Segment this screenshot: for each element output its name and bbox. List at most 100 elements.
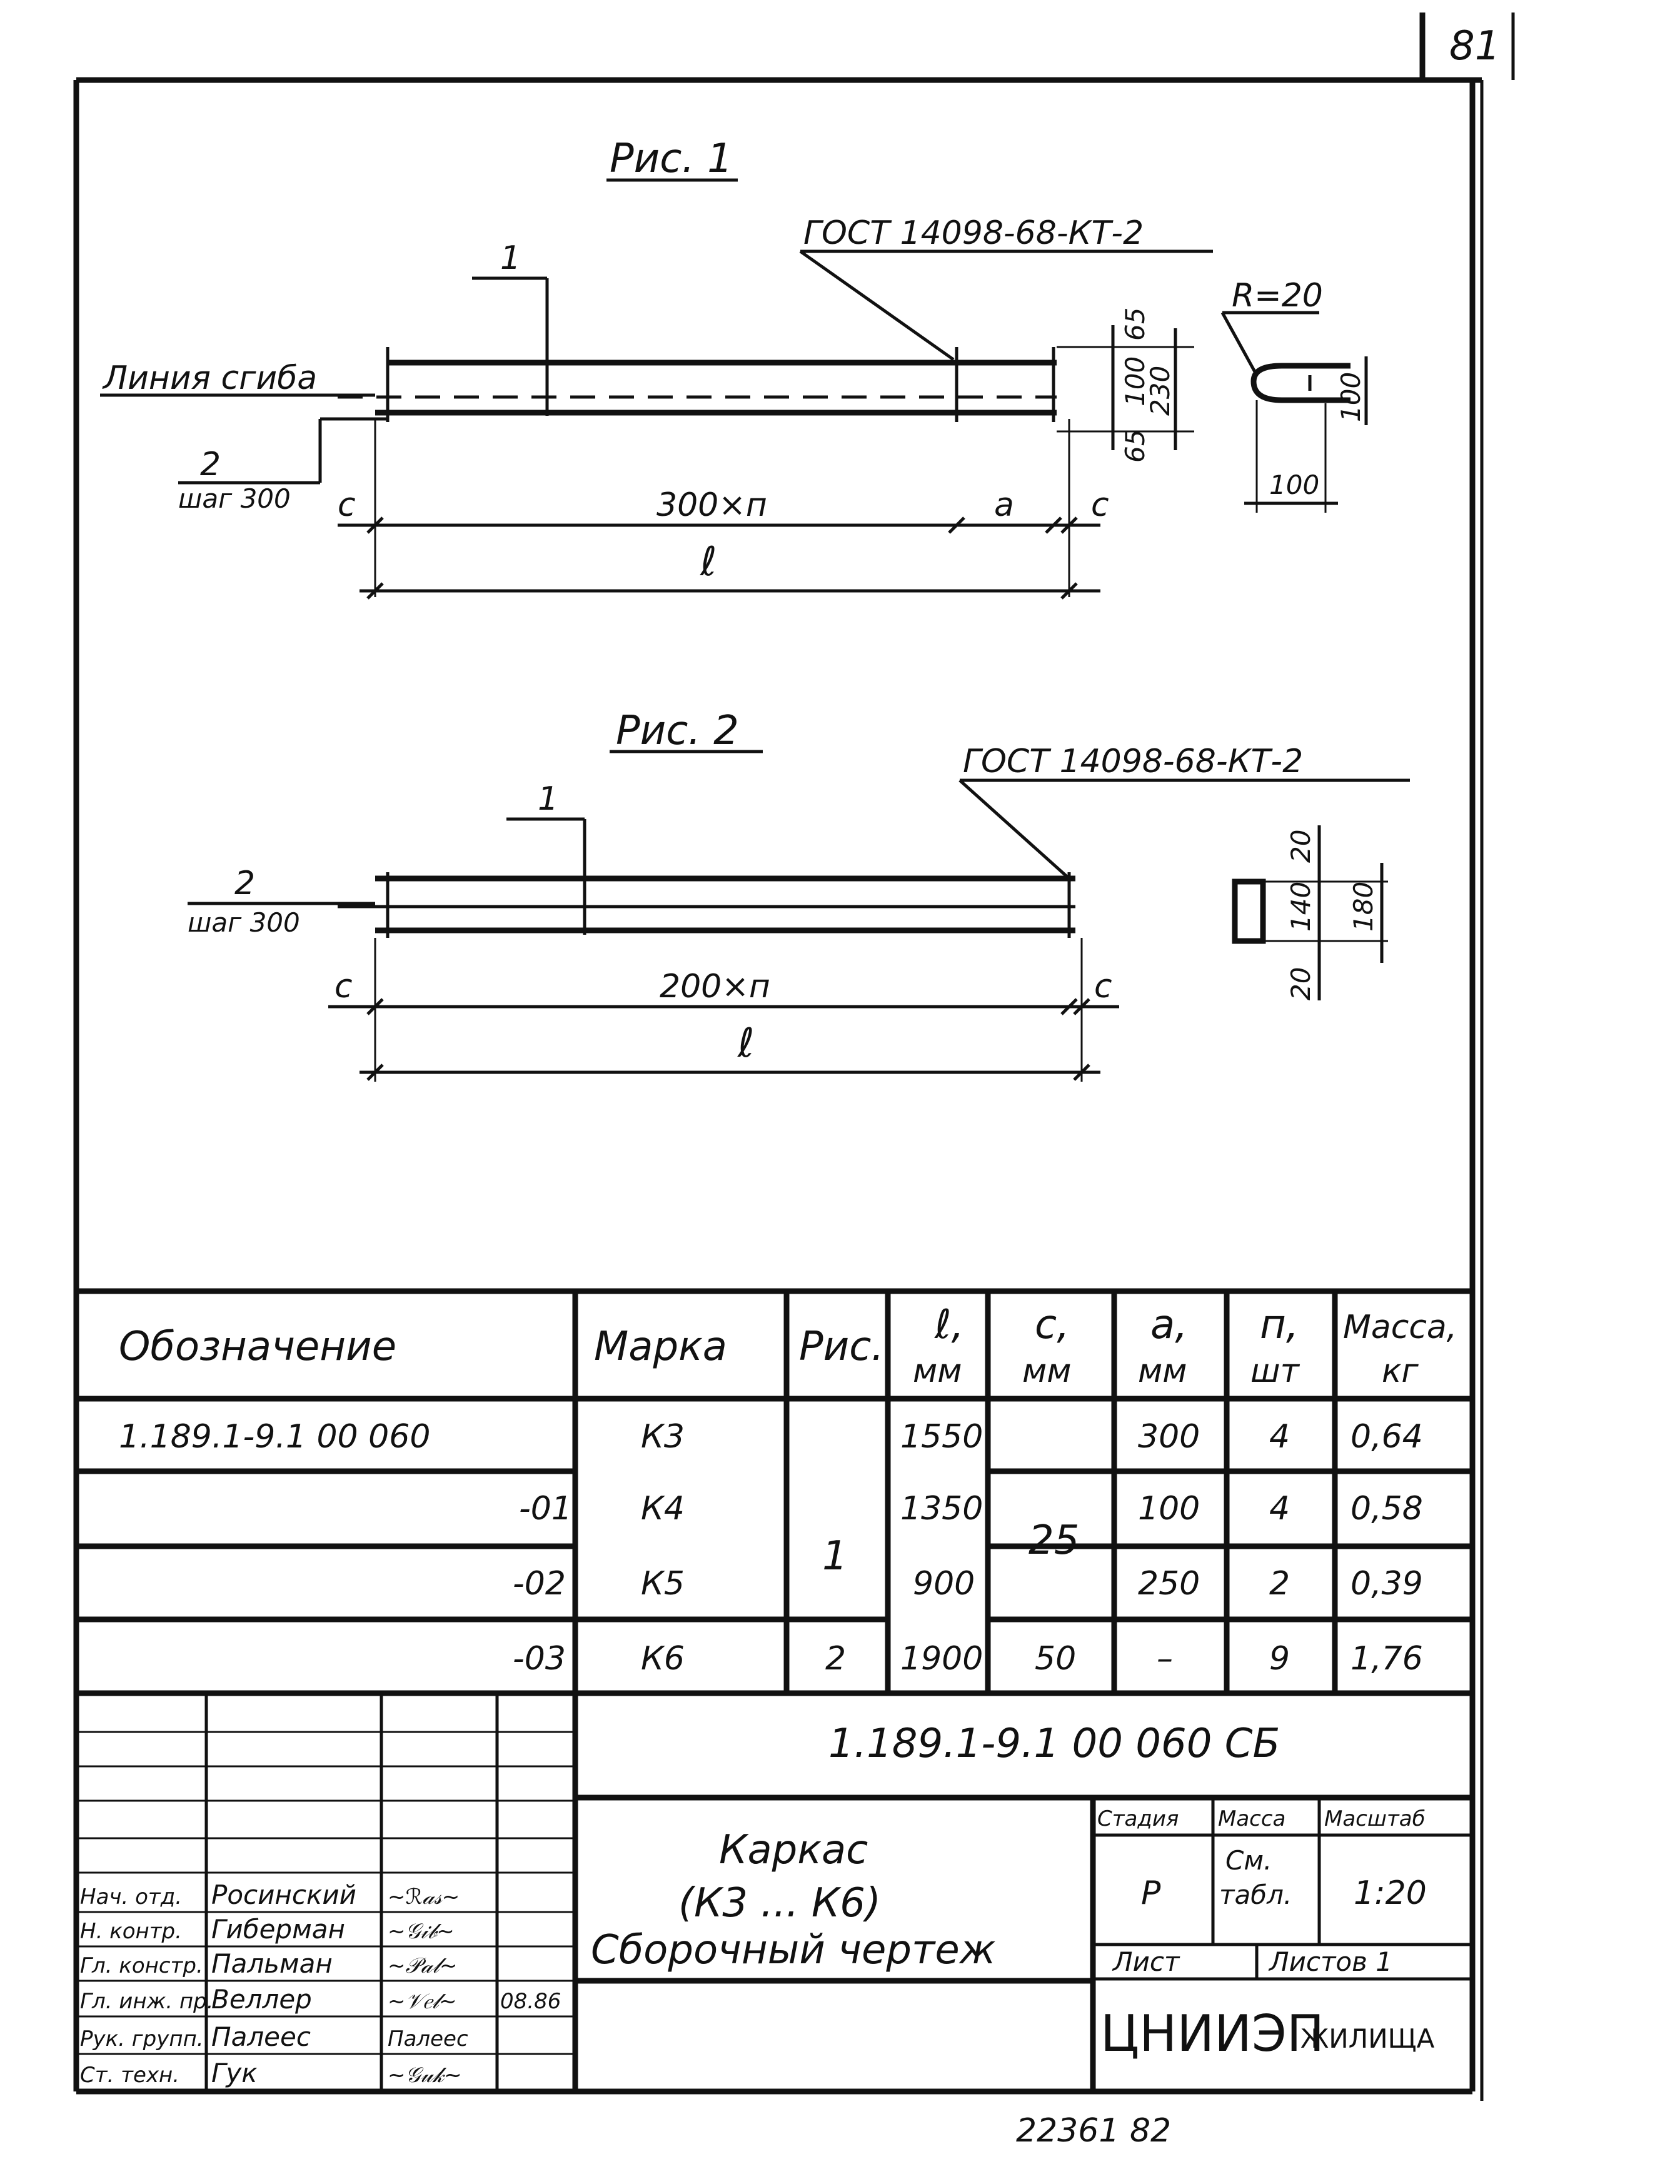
fig2-dim-20-bottom: 20 [1285,967,1316,1000]
fig2-pos1: 1 [538,780,558,818]
page-number: 81 [1449,23,1500,69]
col-header-c: с, [1035,1302,1070,1348]
specification-table: Обозначение Марка Рис. ℓ, мм с, мм а, мм… [76,1288,1472,2091]
col-header-designation: Обозначение [119,1324,396,1370]
fig1-bend-line-label: Линия сгиба [102,360,317,397]
merged-fig-value: 1 [822,1533,848,1579]
col-header-n-unit: шт [1250,1352,1300,1390]
name-4: Веллер [211,1984,312,2015]
row4-c: 50 [1035,1640,1076,1678]
fig2-dim-20-top: 20 [1285,830,1316,863]
col-header-l: ℓ, [934,1302,964,1348]
row2-mark: К4 [641,1490,685,1527]
row3-a: 250 [1138,1565,1200,1603]
row1-a: 300 [1138,1418,1200,1456]
role-2: Н. контр. [80,1919,182,1944]
col-header-fig: Рис. [799,1324,884,1370]
table-row: 1.189.1-9.1 00 060 К3 1550 300 4 0,64 [119,1418,1423,1456]
row3-n: 2 [1269,1565,1290,1603]
role-6: Ст. техн. [80,2063,179,2088]
row1-mass: 0,64 [1351,1418,1423,1456]
fig1-dim-65-bottom: 65 [1120,430,1150,463]
stage-value: Р [1141,1875,1161,1912]
merged-c-value: 25 [1029,1517,1079,1564]
fig1-pos2: 2 [200,446,221,483]
drawing-name-line3: Сборочный чертеж [591,1927,996,1973]
sign-2: ~𝒢𝒾𝒷~ [388,1919,455,1944]
footer-number: 22361 82 [1016,2112,1171,2150]
name-6: Гук [211,2058,258,2088]
sign-3: ~𝒫𝒶𝓁~ [388,1953,457,1978]
title-block: 1.189.1-9.1 00 060 СБ Каркас (К3 ... К6)… [76,1693,1472,2091]
row4-mass: 1,76 [1351,1640,1423,1678]
document-code: 1.189.1-9.1 00 060 СБ [828,1721,1280,1767]
figure-1: Рис. 1 ГОСТ 14098-68-КТ-2 1 Линия сгиба … [100,136,1368,600]
row1-l: 1550 [900,1418,983,1456]
fig1-dim-65-top: 65 [1120,308,1150,341]
fig2-pos2: 2 [234,865,255,902]
row2-a: 100 [1138,1490,1200,1527]
fig1-dim-main: 300×п [656,486,767,524]
col-header-l-unit: мм [913,1352,962,1390]
table-row: -01 К4 1350 100 4 0,58 [519,1490,1423,1527]
sheets-label: Листов 1 [1268,1946,1392,1977]
row1-mark: К3 [641,1418,685,1456]
row3-mark: К5 [641,1565,685,1603]
scale-label: Масштаб [1324,1806,1426,1831]
row2-mass: 0,58 [1351,1490,1423,1527]
fig2-title: Рис. 2 [616,708,739,754]
role-3: Гл. констр. [80,1953,203,1978]
col-header-mass: Масса, [1343,1309,1457,1346]
col-header-c-unit: мм [1022,1352,1071,1390]
row2-l: 1350 [900,1490,983,1527]
drawing-name-line2: (К3 ... К6) [678,1880,881,1926]
fig2-dim-140: 140 [1285,882,1316,932]
row4-l: 1900 [900,1640,983,1678]
row4-fig: 2 [825,1640,846,1678]
figure-2: Рис. 2 ГОСТ 14098-68-КТ-2 1 2 шаг 300 c … [188,708,1410,1082]
col-header-a: а, [1150,1302,1188,1348]
sheet-label: Лист [1112,1946,1180,1977]
row4-a: – [1157,1640,1173,1678]
fig1-title: Рис. 1 [610,136,733,182]
mass-value-line1: См. [1225,1845,1272,1876]
mass-value-line2: табл. [1219,1880,1292,1910]
fig1-gost-label: ГОСТ 14098-68-КТ-2 [803,214,1144,252]
scale-value: 1:20 [1354,1875,1427,1912]
role-1: Нач. отд. [80,1885,182,1910]
sign-1: ~ℛ𝒶𝓈~ [388,1885,460,1910]
row2-designation: -01 [519,1490,572,1527]
name-1: Росинский [211,1880,356,1910]
role-4: Гл. инж. пр. [80,1989,213,2014]
fig2-dim-main: 200×п [660,968,770,1005]
fig2-dim-l: ℓ [737,1020,754,1067]
col-header-n: п, [1260,1302,1299,1348]
drawing-name-line1: Каркас [719,1827,868,1873]
fig1-section-100-v: 100 [1335,372,1366,422]
row4-mark: К6 [641,1640,685,1678]
fig1-dim-100: 100 [1120,356,1150,406]
fig1-dim-c-left: c [338,486,356,524]
fig1-dim-c-right: c [1091,486,1109,524]
fig2-dim-c-right: c [1094,968,1112,1005]
name-2: Гиберман [211,1914,345,1945]
fig1-pos1: 1 [500,239,521,277]
col-header-mark: Марка [594,1324,727,1370]
row4-n: 9 [1269,1640,1290,1678]
fig1-pos2-step: шаг 300 [178,483,291,514]
role-5: Рук. групп. [80,2026,204,2051]
organization-sub: ЖИЛИЩА [1300,2023,1435,2054]
fig2-gost-label: ГОСТ 14098-68-КТ-2 [963,743,1303,780]
fig2-pos2-step: шаг 300 [188,907,300,938]
sheet-frame [73,13,1515,2101]
row1-designation: 1.189.1-9.1 00 060 [119,1418,430,1456]
row3-mass: 0,39 [1351,1565,1423,1603]
date: 08.86 [500,1989,561,2014]
row4-designation: -03 [513,1640,566,1678]
fig1-dim-l: ℓ [700,539,717,585]
sign-6: ~𝒢𝓊𝓀~ [388,2063,462,2088]
name-5: Палеес [211,2021,311,2052]
sign-4: ~𝒱𝑒𝓁~ [388,1989,457,2014]
row2-n: 4 [1269,1490,1290,1527]
